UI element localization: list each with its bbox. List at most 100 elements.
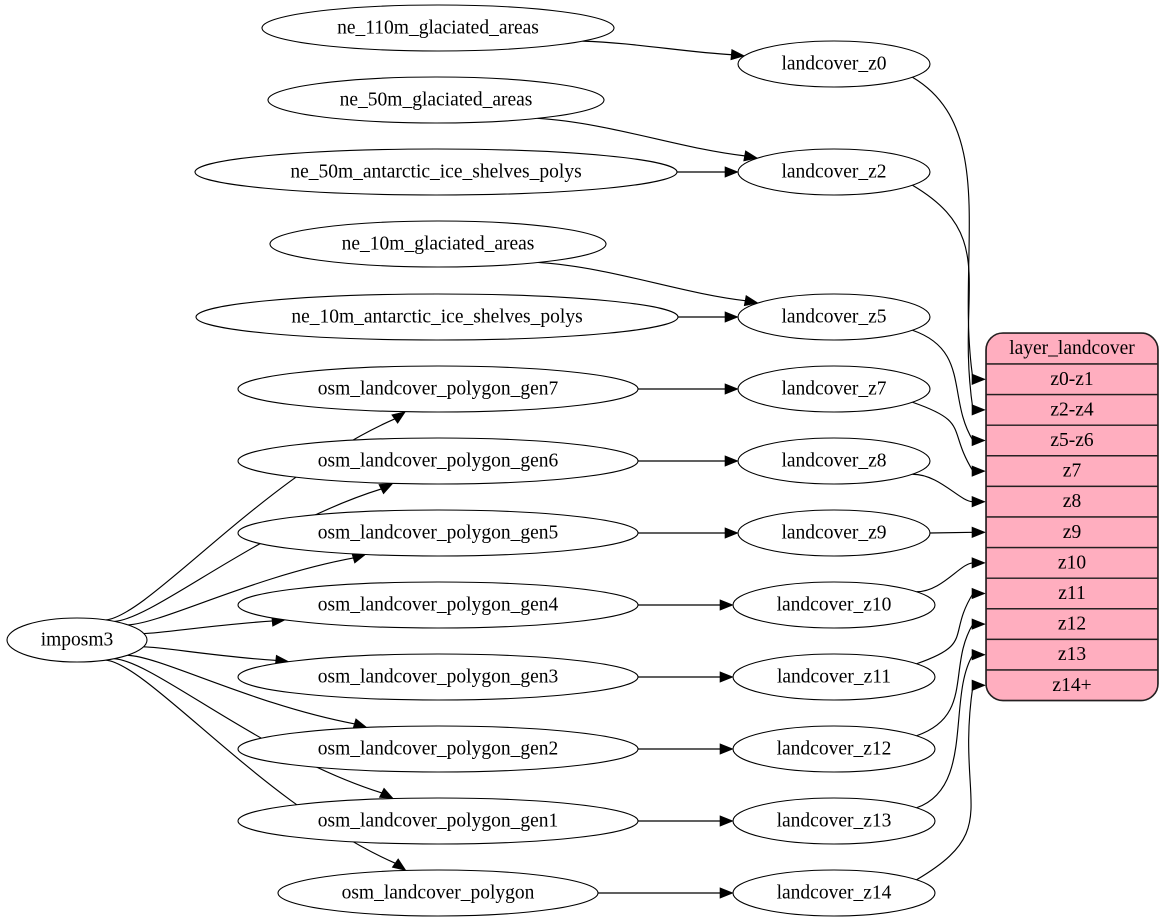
node-osm_landcover_polygon_gen1[interactable]: osm_landcover_polygon_gen1: [237, 797, 639, 845]
table-outline: [985, 332, 1159, 702]
node-shape-landcover_z11: [732, 653, 936, 701]
edge-arrowhead: [391, 411, 407, 424]
layer-landcover-table: layer_landcoverz0-z1z2-z4z5-z6z7z8z9z10z…: [985, 332, 1159, 702]
node-imposm3[interactable]: imposm3: [6, 617, 148, 663]
edge-landcover_z12-to-z12: [916, 623, 974, 737]
table-row-z12[interactable]: [986, 608, 1158, 641]
node-ne_110m_glaciated_areas[interactable]: ne_110m_glaciated_areas: [261, 4, 615, 52]
node-landcover_z14[interactable]: landcover_z14: [732, 869, 936, 917]
edge-imposm3-to-osm_landcover_polygon_gen4: [143, 620, 274, 635]
table-row-label-z5-z6: z5-z6: [1050, 430, 1094, 451]
node-shape-imposm3: [6, 617, 148, 663]
node-shape-ne_10m_glaciated_areas: [269, 220, 607, 268]
node-landcover_z11[interactable]: landcover_z11: [732, 653, 936, 701]
table-row-z14+[interactable]: [986, 669, 1158, 701]
node-osm_landcover_polygon_gen3[interactable]: osm_landcover_polygon_gen3: [237, 653, 639, 701]
table-row-z9[interactable]: [986, 516, 1158, 549]
node-landcover_z9[interactable]: landcover_z9: [737, 509, 931, 557]
table-row-z10[interactable]: [986, 546, 1158, 579]
table-row-label-z10: z10: [1058, 552, 1086, 573]
node-ne_50m_glaciated_areas[interactable]: ne_50m_glaciated_areas: [267, 76, 605, 124]
edge-imposm3-to-osm_landcover_polygon_gen2: [127, 654, 356, 725]
node-osm_landcover_polygon_gen7[interactable]: osm_landcover_polygon_gen7: [237, 365, 639, 413]
node-landcover_z7[interactable]: landcover_z7: [737, 365, 931, 413]
edge-arrowhead: [971, 465, 986, 477]
node-ne_10m_antarctic_ice_shelves_polys[interactable]: ne_10m_antarctic_ice_shelves_polys: [195, 293, 679, 341]
table-row-label-z13: z13: [1058, 644, 1086, 665]
node-shape-landcover_z8: [737, 437, 931, 485]
node-label-imposm3: imposm3: [41, 629, 114, 650]
node-label-ne_10m_glaciated_areas: ne_10m_glaciated_areas: [342, 233, 535, 254]
node-label-landcover_z10: landcover_z10: [777, 594, 892, 615]
node-osm_landcover_polygon_gen4[interactable]: osm_landcover_polygon_gen4: [237, 581, 639, 629]
edge-ne_10m_glaciated_areas-to-landcover_z5: [538, 261, 747, 302]
node-landcover_z2[interactable]: landcover_z2: [737, 148, 931, 196]
node-shape-osm_landcover_polygon_gen5: [237, 509, 639, 557]
table-row-label-z7: z7: [1063, 461, 1082, 482]
table-row-z8[interactable]: [986, 485, 1158, 518]
node-shape-osm_landcover_polygon_gen4: [237, 581, 639, 629]
node-label-osm_landcover_polygon_gen6: osm_landcover_polygon_gen6: [318, 450, 559, 471]
node-landcover_z12[interactable]: landcover_z12: [732, 725, 936, 773]
edge-ne_110m_glaciated_areas-to-landcover_z0: [582, 40, 733, 56]
node-shape-ne_110m_glaciated_areas: [261, 4, 615, 52]
edge-arrowhead: [971, 434, 986, 447]
edge-arrowhead: [743, 295, 759, 307]
node-label-landcover_z0: landcover_z0: [781, 53, 886, 74]
edge-landcover_z10-to-z10: [916, 562, 974, 593]
node-label-osm_landcover_polygon_gen5: osm_landcover_polygon_gen5: [318, 522, 558, 543]
node-osm_landcover_polygon_gen2[interactable]: osm_landcover_polygon_gen2: [237, 725, 639, 773]
node-landcover_z5[interactable]: landcover_z5: [737, 293, 931, 341]
edge-arrowhead: [971, 557, 986, 569]
table-row-label-z2-z4: z2-z4: [1050, 399, 1094, 420]
node-landcover_z13[interactable]: landcover_z13: [732, 797, 936, 845]
node-osm_landcover_polygon[interactable]: osm_landcover_polygon: [277, 869, 599, 917]
edge-arrowhead: [730, 49, 746, 61]
node-label-landcover_z7: landcover_z7: [781, 378, 886, 399]
edge-arrowhead: [378, 483, 394, 495]
node-label-ne_50m_antarctic_ice_shelves_polys: ne_50m_antarctic_ice_shelves_polys: [290, 161, 581, 182]
node-shape-osm_landcover_polygon_gen7: [237, 365, 639, 413]
node-shape-landcover_z12: [732, 725, 936, 773]
table-row-label-z9: z9: [1063, 522, 1081, 543]
edge-imposm3-to-osm_landcover_polygon_gen1: [114, 658, 383, 794]
node-label-ne_50m_glaciated_areas: ne_50m_glaciated_areas: [340, 89, 533, 110]
node-label-landcover_z12: landcover_z12: [777, 738, 892, 759]
edge-arrowhead: [719, 599, 734, 611]
node-label-osm_landcover_polygon_gen7: osm_landcover_polygon_gen7: [318, 378, 559, 399]
node-ne_10m_glaciated_areas[interactable]: ne_10m_glaciated_areas: [269, 220, 607, 268]
node-osm_landcover_polygon_gen6[interactable]: osm_landcover_polygon_gen6: [237, 437, 639, 485]
node-landcover_z8[interactable]: landcover_z8: [737, 437, 931, 485]
node-landcover_z10[interactable]: landcover_z10: [732, 581, 936, 629]
table-row-label-z14+: z14+: [1052, 675, 1091, 696]
nodes-layer: imposm3 ne_110m_glaciated_areas ne_50m_gla…: [6, 4, 936, 917]
edge-arrowhead: [971, 373, 986, 385]
node-landcover_z0[interactable]: landcover_z0: [737, 40, 931, 88]
edge-arrowhead: [971, 649, 986, 661]
edge-arrowhead: [971, 526, 986, 538]
table-row-label-z0-z1: z0-z1: [1050, 369, 1093, 390]
node-label-ne_110m_glaciated_areas: ne_110m_glaciated_areas: [337, 17, 539, 38]
edge-arrowhead: [724, 166, 739, 178]
node-ne_50m_antarctic_ice_shelves_polys[interactable]: ne_50m_antarctic_ice_shelves_polys: [194, 148, 678, 196]
edge-landcover_z13-to-z13: [916, 654, 974, 809]
node-label-landcover_z9: landcover_z9: [781, 522, 886, 543]
node-shape-landcover_z14: [732, 869, 936, 917]
edge-arrowhead: [724, 311, 739, 323]
node-shape-osm_landcover_polygon: [277, 869, 599, 917]
table-row-label-z11: z11: [1058, 583, 1085, 604]
node-shape-ne_50m_glaciated_areas: [267, 76, 605, 124]
table-row-z5-z6[interactable]: [986, 424, 1158, 457]
edge-arrowhead: [971, 587, 986, 600]
edge-landcover_z7-to-z7: [912, 401, 974, 472]
node-osm_landcover_polygon_gen5[interactable]: osm_landcover_polygon_gen5: [237, 509, 639, 557]
node-shape-landcover_z2: [737, 148, 931, 196]
node-shape-landcover_z9: [737, 509, 931, 557]
node-label-landcover_z8: landcover_z8: [781, 450, 886, 471]
edge-landcover_z2-to-z2-z4: [912, 184, 974, 410]
edge-landcover_z11-to-z11: [916, 593, 974, 665]
edge-arrowhead: [971, 404, 986, 416]
edge-imposm3-to-osm_landcover_polygon_gen6: [114, 488, 383, 622]
